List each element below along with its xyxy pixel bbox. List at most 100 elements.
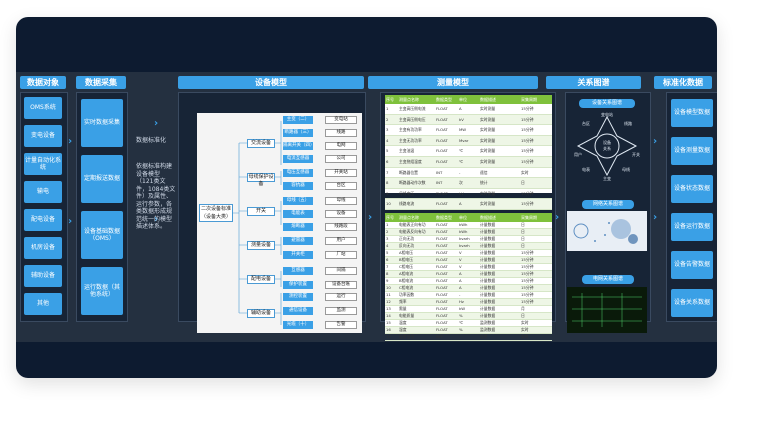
table-cell: 月 xyxy=(521,306,525,311)
table-cell: 8 xyxy=(386,180,389,186)
tree-leaf: 通信设备 xyxy=(283,307,313,315)
collection-item: 实时数据采集 xyxy=(81,99,123,147)
table-cell: ℃ xyxy=(459,158,464,164)
column-data-collection: 实时数据采集 定期报送数据 设备基础数据（OMS） 运行数据（其他系统） xyxy=(76,92,128,322)
tree-leaf: 互感器 xyxy=(283,267,313,275)
table-cell: 5 xyxy=(386,250,389,255)
table-cell: 母线电压 xyxy=(399,190,415,196)
table-cell: FLOAT xyxy=(436,243,448,248)
table-cell: V xyxy=(459,250,462,255)
table-cell: FLOAT xyxy=(436,306,448,311)
table-cell: 主变高压侧电流 xyxy=(399,106,426,111)
table-cell: FLOAT xyxy=(436,257,448,262)
table-cell: INT xyxy=(436,180,443,186)
collection-item: 定期报送数据 xyxy=(81,155,123,203)
table-cell: 9 xyxy=(386,278,389,283)
table-cell: 2 xyxy=(386,116,389,122)
table-cell: 主变无功功率 xyxy=(399,137,422,143)
table-cell: 监测数据 xyxy=(480,320,496,325)
table-cell: 告警信号 xyxy=(399,334,415,339)
arrow-right-icon: › xyxy=(154,118,159,129)
table-cell: 实时 xyxy=(521,334,529,339)
table-cell: 日 xyxy=(521,313,525,318)
table-cell: 断路器位置 xyxy=(399,169,418,175)
table-cell: 6 xyxy=(386,257,389,262)
table-cell: 需量 xyxy=(399,306,407,311)
table-cell: FLOAT xyxy=(436,158,448,164)
table-cell: 15分钟 xyxy=(521,137,534,143)
table-cell: 电能表正向有功 xyxy=(399,222,426,227)
table-cell: A相电压 xyxy=(399,250,413,255)
table-cell: A xyxy=(459,106,462,111)
tree-leaf: 断路器（三） xyxy=(283,129,313,137)
table-cell: 计量数据 xyxy=(480,222,496,227)
tree-mid-node: 配电设备 xyxy=(247,275,275,284)
table-cell: 日 xyxy=(521,243,525,248)
table-cell: 10 xyxy=(386,201,391,207)
table-cell: 计量数据 xyxy=(480,264,496,269)
table-cell: 15分钟 xyxy=(521,299,534,304)
tree-mid-node: 交流设备 xyxy=(247,139,275,148)
table-header-cell: 数据类型 xyxy=(436,215,452,220)
table-cell: 17 xyxy=(386,334,391,339)
table-cell: 2 xyxy=(386,229,389,234)
table-cell: 16 xyxy=(386,327,391,332)
table-cell: 日 xyxy=(521,236,525,241)
table-cell: FLOAT xyxy=(436,327,448,332)
relation-spoke: 主变 xyxy=(603,175,611,181)
table-cell: 计量数据 xyxy=(480,243,496,248)
table-cell: 实时 xyxy=(521,169,529,175)
header-measurement-model: 测量模型 xyxy=(368,76,538,89)
arrow-right-icon: › xyxy=(653,212,658,223)
table-header-cell: 序号 xyxy=(386,97,394,102)
tree-tag: 厂站 xyxy=(325,251,357,259)
table-cell: A xyxy=(459,285,462,290)
tree-tag: 台区 xyxy=(325,182,357,190)
table-cell: FLOAT xyxy=(436,116,448,122)
tree-tag: 设备 xyxy=(325,210,357,218)
table-header-cell: 单位 xyxy=(459,97,467,102)
tree-root: 二次设备标准（设备大类） xyxy=(199,204,233,222)
table-cell: 7 xyxy=(386,264,389,269)
relation-star-diagram: 设备 关系 变电站 线路 开关 母线 主变 电表 用户 台区 xyxy=(574,111,640,181)
table-cell: FLOAT xyxy=(436,313,448,318)
table-cell: 主变绕组温度 xyxy=(399,158,422,164)
network-graph-image xyxy=(567,211,647,251)
column-data-objects: OMS系统 变电设备 计量自动化系统 输电 配电设备 机房设备 辅助设备 其他 xyxy=(20,92,68,322)
table-cell: kWh xyxy=(459,222,468,227)
relation-hub-1: 设备 xyxy=(603,139,611,145)
header-standardized-data: 标准化数据 xyxy=(654,76,712,89)
arrow-right-icon: › xyxy=(68,216,73,227)
table-cell: 15分钟 xyxy=(521,201,534,207)
table-cell: 15分钟 xyxy=(521,158,534,164)
arrow-right-icon: › xyxy=(154,214,159,225)
table-header-cell: 数据描述 xyxy=(480,97,496,102)
model-description: 依据标准构建设备模型（121类文件，1084类文件）及属性、运行参数，各类数据形… xyxy=(136,163,176,230)
table-cell: 12 xyxy=(386,299,391,304)
table-cell: FLOAT xyxy=(436,264,448,269)
table-cell: FLOAT xyxy=(436,106,448,111)
tree-leaf: 光缆（十） xyxy=(283,321,313,329)
tree-leaf: 电压互感器 xyxy=(283,169,313,177)
table-cell: - xyxy=(459,169,461,175)
table-cell: FLOAT xyxy=(436,229,448,234)
grid-schematic-icon xyxy=(572,293,642,327)
table-cell: 计量数据 xyxy=(480,250,496,255)
grid-graph-image xyxy=(567,287,647,333)
data-object-item: OMS系统 xyxy=(24,97,62,119)
data-object-item: 其他 xyxy=(24,293,62,315)
data-object-item: 变电设备 xyxy=(24,125,62,147)
table-cell: 主变高压侧电压 xyxy=(399,116,426,122)
table-cell: 6 xyxy=(386,158,389,164)
table-cell: 统计 xyxy=(480,180,488,186)
table-cell: 1 xyxy=(386,222,389,227)
